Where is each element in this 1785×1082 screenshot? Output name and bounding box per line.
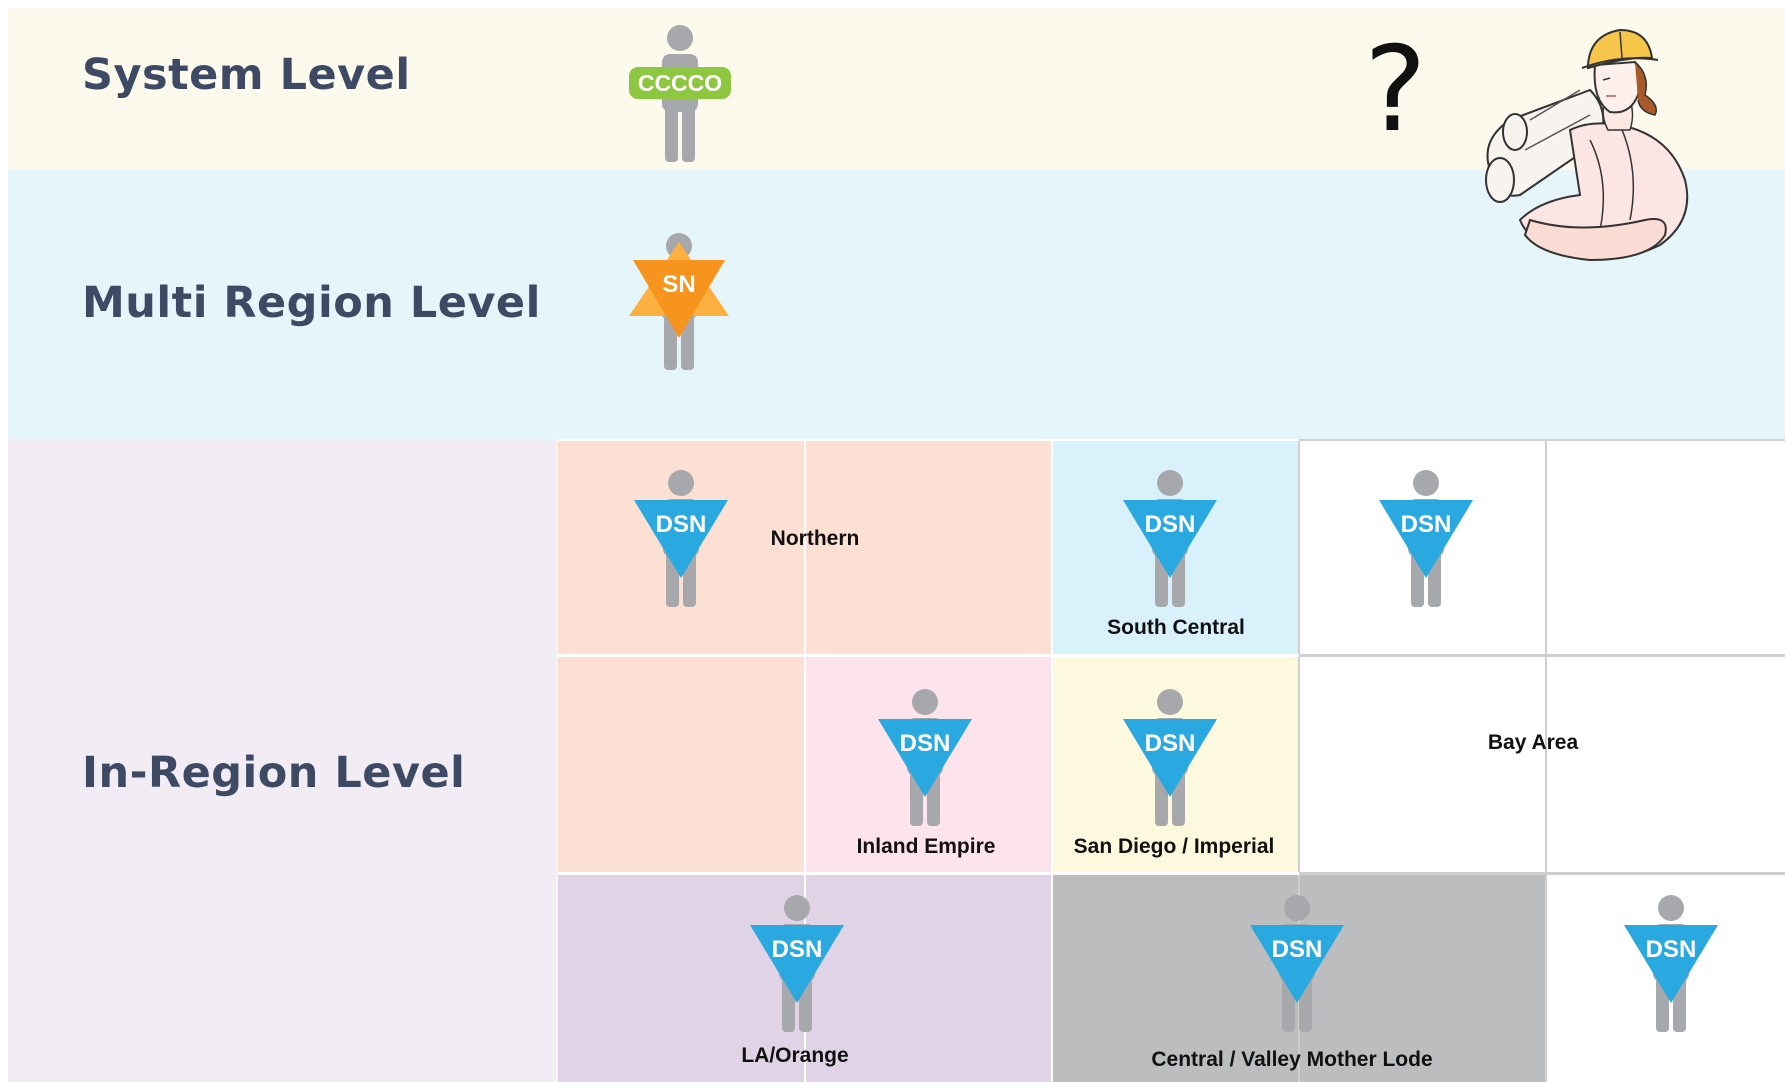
cccco-person-icon: CCCCO [620, 20, 740, 170]
dsn-person-icon-san-diego: DSN [1110, 684, 1230, 834]
in-region-level-band [8, 440, 560, 1082]
multi-region-level-band [8, 170, 1785, 440]
engineer-illustration [1470, 20, 1720, 280]
grid-line [804, 440, 806, 1082]
region-label-inland-empire: Inland Empire [856, 835, 996, 858]
grid-line [1299, 439, 1785, 441]
sn-badge: SN [662, 271, 695, 298]
dsn-person-icon-inland-empire: DSN [865, 684, 985, 834]
dsn-badge: DSN [656, 511, 707, 538]
grid-line [558, 439, 1785, 441]
region-label-la-orange: LA/Orange [741, 1044, 849, 1067]
grid-line [558, 654, 1299, 657]
dsn-person-icon-bay-area-lower: DSN [1611, 890, 1731, 1040]
dsn-badge: DSN [772, 936, 823, 963]
dsn-person-icon-northern: DSN [621, 465, 741, 615]
grid-line [556, 440, 558, 1082]
grid-line [1545, 440, 1547, 1082]
dsn-badge: DSN [1401, 511, 1452, 538]
region-label-san-diego: San Diego / Imperial [1073, 835, 1275, 858]
grid-line [1051, 440, 1053, 1082]
cccco-badge: CCCCO [638, 70, 722, 96]
grid-line [1299, 872, 1785, 875]
dsn-person-icon-bay-area: DSN [1366, 465, 1486, 615]
grid-line [1298, 440, 1300, 1082]
region-label-northern: Northern [770, 527, 860, 550]
sn-person-icon: SN [619, 228, 739, 378]
dsn-person-icon-south-central: DSN [1110, 465, 1230, 615]
dsn-badge: DSN [900, 730, 951, 757]
dsn-badge: DSN [1272, 936, 1323, 963]
dsn-badge: DSN [1145, 511, 1196, 538]
grid-line [558, 872, 1299, 875]
region-label-central-valley: Central / Valley Mother Lode [1151, 1048, 1433, 1071]
region-label-south-central: South Central [1107, 616, 1245, 639]
system-level-label: System Level [82, 50, 411, 100]
multi-region-level-label: Multi Region Level [82, 278, 541, 328]
region-label-bay-area: Bay Area [1487, 731, 1579, 754]
dsn-badge: DSN [1145, 730, 1196, 757]
in-region-level-label: In-Region Level [82, 748, 466, 798]
cell-bay-area [1299, 440, 1785, 874]
dsn-badge: DSN [1646, 936, 1697, 963]
question-mark: ? [1364, 20, 1427, 158]
dsn-person-icon-central-valley: DSN [1237, 890, 1357, 1040]
dsn-person-icon-la-orange: DSN [737, 890, 857, 1040]
grid-line [1299, 654, 1785, 657]
